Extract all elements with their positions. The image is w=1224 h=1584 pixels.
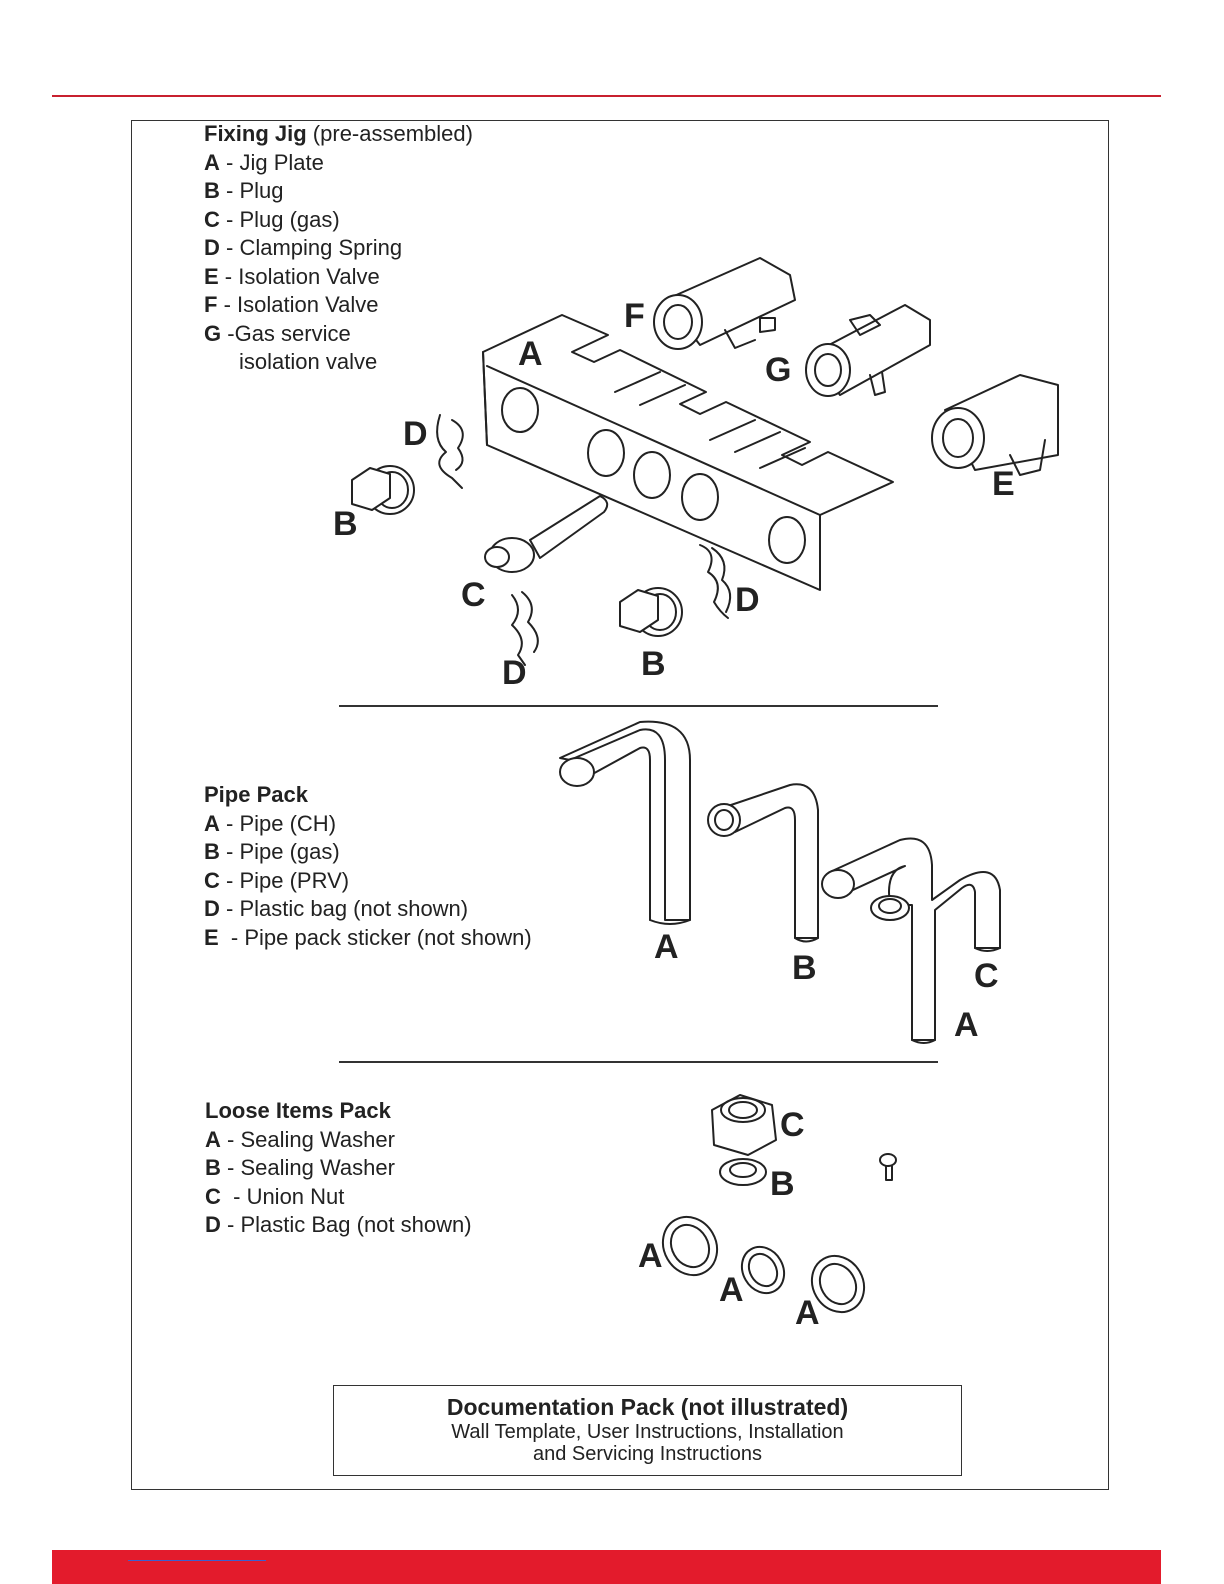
fixing-jig-heading: Fixing Jig (pre-assembled) — [204, 120, 473, 149]
fixing-jig-title: Fixing Jig — [204, 121, 307, 146]
callout-label: F — [624, 297, 645, 335]
plug-b-drawing — [619, 587, 683, 637]
pipe-prv-c-drawing — [821, 837, 1001, 1044]
jig-hole — [633, 451, 671, 499]
legend-item: C - Pipe (PRV) — [204, 867, 350, 893]
sealing-washer-a-drawing — [810, 1254, 866, 1314]
sealing-washer-a-drawing — [661, 1215, 719, 1277]
callout-label: A — [795, 1294, 820, 1332]
plug-gas-c-drawing — [484, 495, 609, 573]
footer-link-underline[interactable] — [128, 1560, 266, 1561]
jig-hole — [768, 516, 806, 564]
gas-valve-g-drawing — [805, 304, 931, 397]
footer-bar — [52, 1550, 1161, 1584]
isolation-valve-f-drawing — [653, 257, 796, 350]
clamping-spring-d-drawing — [436, 414, 464, 489]
legend-item: B - Pipe (gas) — [204, 839, 340, 864]
legend-item: D - Clamping Spring — [204, 235, 403, 260]
documentation-pack-line: and Servicing Instructions — [532, 1443, 762, 1465]
fixing-jig-title-note: (pre-assembled) — [306, 121, 473, 146]
pipe-pack-heading: Pipe Pack — [204, 781, 532, 810]
plug-b-drawing — [351, 465, 415, 515]
isolation-valve-e-drawing — [931, 374, 1059, 476]
clamping-spring-d-drawing — [699, 544, 732, 619]
legend-item: B - Plug — [204, 178, 284, 203]
union-nut-c-drawing — [711, 1094, 777, 1156]
loose-items-legend: Loose Items Pack A - Sealing Washer B - … — [205, 1097, 472, 1240]
callout-label: D — [403, 415, 428, 453]
legend-item: F - Isolation Valve — [204, 292, 379, 317]
documentation-pack-line: Wall Template, User Instructions, Instal… — [451, 1421, 844, 1443]
legend-item: D - Plastic Bag (not shown) — [205, 1212, 472, 1237]
callout-label: C — [780, 1106, 805, 1144]
callout-label: A — [719, 1271, 744, 1309]
legend-item-continuation: isolation valve — [239, 349, 378, 374]
pipe-pack-title: Pipe Pack — [204, 782, 308, 807]
callout-label: B — [792, 949, 817, 987]
legend-item: D - Plastic bag (not shown) — [204, 896, 469, 921]
header-rule — [52, 95, 1161, 97]
documentation-pack-title: Documentation Pack (not illustrated) — [446, 1394, 849, 1420]
callout-label: A — [638, 1237, 663, 1275]
jig-plate-drawing — [482, 314, 894, 591]
callout-label: A — [518, 335, 543, 373]
section-divider — [339, 1061, 938, 1063]
callout-label: B — [641, 645, 666, 683]
callout-label: B — [770, 1165, 795, 1203]
callout-label: C — [974, 957, 999, 995]
loose-items-title: Loose Items Pack — [205, 1098, 391, 1123]
legend-item: E - Isolation Valve — [204, 263, 380, 289]
jig-hole — [587, 429, 625, 477]
jig-hole — [681, 473, 719, 521]
callout-label: D — [735, 581, 760, 619]
legend-item: B - Sealing Washer — [205, 1155, 395, 1180]
callout-label: E — [992, 465, 1015, 503]
legend-item: G -Gas service — [204, 320, 351, 346]
contents-frame — [131, 120, 1109, 1490]
section-divider — [339, 705, 938, 707]
callout-label: A — [654, 928, 679, 966]
legend-item: A - Jig Plate — [204, 149, 324, 175]
pipe-gas-b-drawing — [707, 783, 819, 943]
callout-label: G — [765, 351, 791, 389]
screw-drawing — [879, 1153, 897, 1181]
callout-label: C — [461, 576, 486, 614]
loose-items-heading: Loose Items Pack — [205, 1097, 472, 1126]
fixing-jig-legend: Fixing Jig (pre-assembled) A - Jig Plate… — [204, 120, 473, 377]
legend-item: A - Pipe (CH) — [204, 810, 337, 836]
pipe-ch-a-drawing — [559, 720, 691, 925]
legend-item: A - Sealing Washer — [205, 1126, 395, 1152]
documentation-pack-box: Documentation Pack (not illustrated) Wal… — [333, 1385, 962, 1476]
pipe-pack-legend: Pipe Pack A - Pipe (CH) B - Pipe (gas) C… — [204, 781, 532, 952]
jig-hole — [501, 387, 539, 433]
callout-label: B — [333, 505, 358, 543]
legend-item: C - Union Nut — [205, 1183, 345, 1209]
legend-item: C - Plug (gas) — [204, 206, 340, 232]
callout-label: D — [502, 654, 527, 692]
sealing-washer-a-drawing — [740, 1245, 786, 1295]
callout-label: A — [954, 1006, 979, 1044]
legend-item: E - Pipe pack sticker (not shown) — [204, 924, 532, 950]
clamping-spring-d-drawing — [511, 591, 539, 666]
sealing-washer-b-drawing — [719, 1158, 767, 1186]
